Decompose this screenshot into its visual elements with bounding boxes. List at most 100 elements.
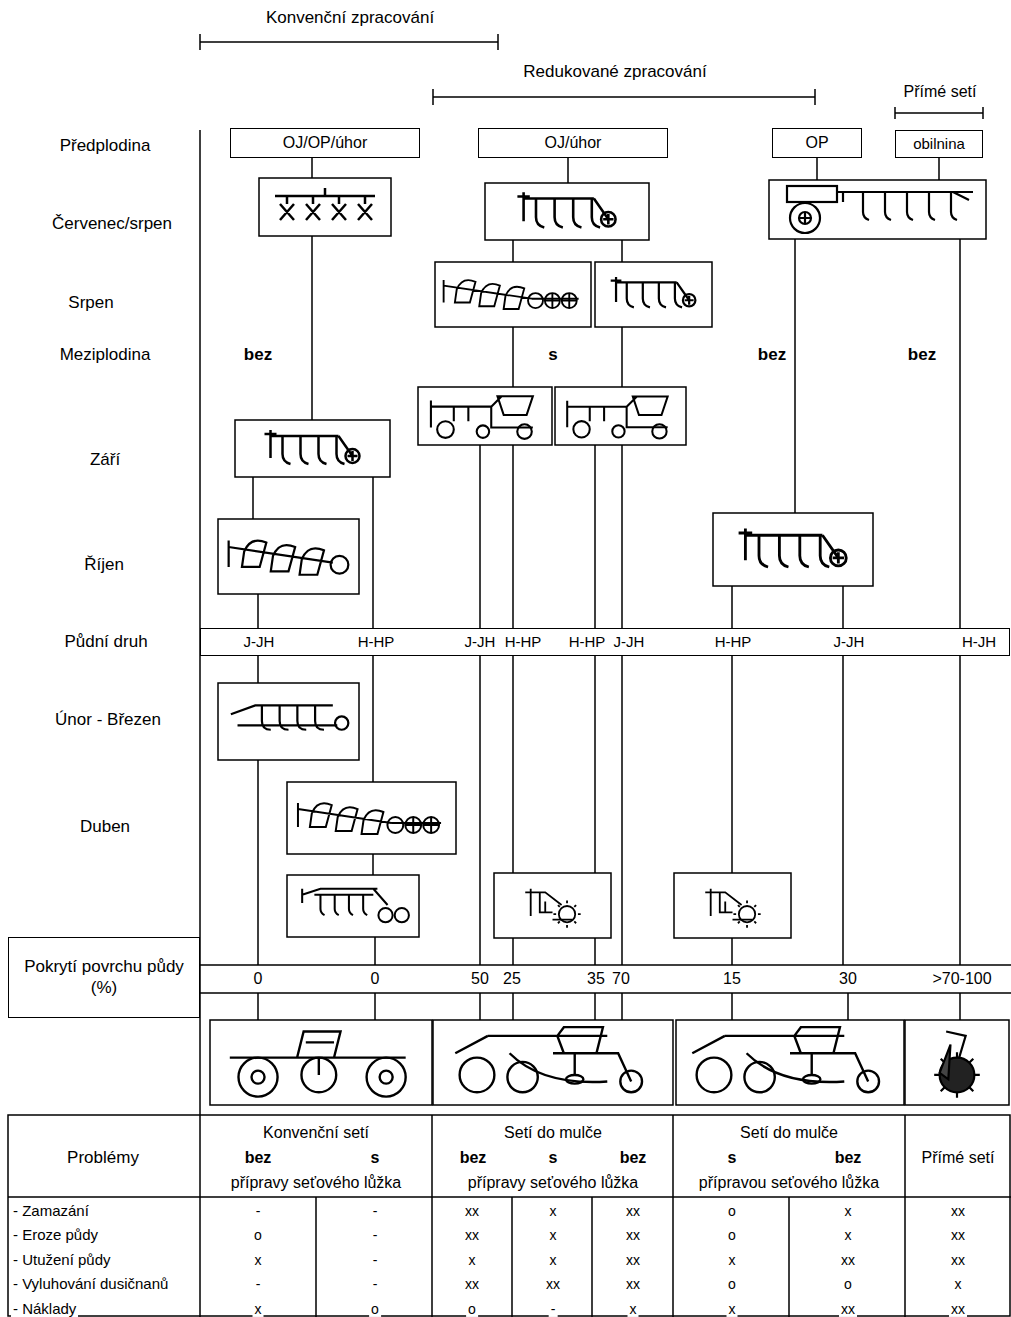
label-slot: 70	[610, 970, 632, 988]
label-slot: 0	[252, 970, 265, 988]
label-slot: 50	[469, 970, 491, 988]
label-slot: xx	[463, 1276, 481, 1292]
crop-name: OJ/úhor	[545, 133, 602, 152]
soil-type: H-HP	[715, 633, 752, 651]
table-header: Setí do mulče	[502, 1124, 604, 1141]
label-slot: xx	[624, 1252, 642, 1268]
label-slot: xx	[949, 1301, 967, 1317]
label-slot: Setí do mulče	[738, 1124, 840, 1142]
bracket-label: Přímé setí	[902, 83, 979, 100]
table-cell: x	[628, 1301, 639, 1317]
crop-name: OP	[805, 133, 828, 152]
label-slot: bez	[243, 1149, 274, 1167]
table-cell: x	[843, 1227, 854, 1243]
label-slot: o	[369, 1301, 381, 1317]
cover-percent: 30	[837, 970, 859, 987]
soil-type: H-HP	[358, 633, 395, 651]
label-slot: bez	[618, 1149, 649, 1167]
row-label: Únor - Březen	[53, 710, 163, 729]
cover-percent: 0	[252, 970, 265, 987]
label-slot: xx	[839, 1252, 857, 1268]
soil-type: H-HP	[569, 633, 606, 651]
table-cell: xx	[624, 1252, 642, 1268]
label-slot: x	[727, 1252, 738, 1268]
label-slot: xx	[949, 1203, 967, 1219]
label-slot: bez	[833, 1149, 864, 1167]
label-slot: 0	[369, 970, 382, 988]
table-cell: o	[252, 1227, 264, 1243]
label-slot: - Vyluhování dusičnanů	[11, 1276, 170, 1293]
label-slot: 25	[501, 970, 523, 988]
label-slot: x	[548, 1252, 559, 1268]
row-label: bez	[906, 345, 938, 364]
table-cell: x	[727, 1301, 738, 1317]
table-cell: xx	[839, 1301, 857, 1317]
label-slot: Konvenční zpracování	[264, 8, 436, 28]
label-slot: -	[371, 1227, 380, 1243]
crop-name: obilnina	[913, 135, 965, 153]
table-cell: -	[371, 1203, 380, 1219]
table-header: přípravy seťového lůžka	[466, 1174, 641, 1191]
cover-percent: 35	[585, 970, 607, 987]
table-cell: xx	[463, 1276, 481, 1292]
label-slot: x	[628, 1301, 639, 1317]
row-label: Duben	[78, 817, 132, 836]
label-slot: o	[466, 1301, 478, 1317]
table-cell: o	[369, 1301, 381, 1317]
table-cell: -	[371, 1276, 380, 1292]
table-header: Přímé setí	[920, 1149, 997, 1166]
label-slot: -	[254, 1203, 263, 1219]
label-slot: s	[546, 345, 559, 365]
table-cell: xx	[949, 1252, 967, 1268]
crop-box: OJ/OP/úhor	[230, 128, 420, 158]
label-slot: o	[726, 1276, 738, 1292]
label-slot: -	[371, 1252, 380, 1268]
crop-name: OJ/OP/úhor	[283, 133, 367, 152]
table-cell: xx	[949, 1227, 967, 1243]
row-label: Meziplodina	[58, 345, 153, 364]
label-slot: -	[371, 1203, 380, 1219]
table-cell: o	[726, 1227, 738, 1243]
table-cell: x	[953, 1276, 964, 1292]
row-label: Říjen	[82, 555, 126, 574]
table-header: přípravou seťového lůžka	[697, 1174, 881, 1191]
label-slot: bez	[242, 345, 274, 365]
table-header: Konvenční setí	[261, 1124, 371, 1141]
label-slot: x	[843, 1227, 854, 1243]
row-label: Půdní druh	[64, 632, 147, 652]
table-cell: -	[254, 1203, 263, 1219]
label-slot: - Utužení půdy	[11, 1251, 113, 1268]
table-header: s	[726, 1149, 739, 1166]
label-slot: - Náklady	[11, 1300, 78, 1317]
table-cell: o	[726, 1276, 738, 1292]
table-cell: x	[548, 1227, 559, 1243]
table-cell: xx	[463, 1203, 481, 1219]
label-slot: bez	[458, 1149, 489, 1167]
row-header-box: Pokrytí povrchu půdy (%)	[8, 937, 200, 1018]
label-slot: bez	[756, 345, 788, 365]
table-cell: -	[549, 1301, 558, 1317]
label-slot: Redukované zpracování	[521, 62, 708, 82]
cover-percent: 50	[469, 970, 491, 987]
table-cell: o	[842, 1276, 854, 1292]
table-cell: xx	[949, 1203, 967, 1219]
table-cell: x	[467, 1252, 478, 1268]
label-slot: s	[369, 1149, 382, 1167]
label-slot: >70-100	[930, 970, 993, 988]
cover-percent: 0	[369, 970, 382, 987]
table-header: Problémy	[65, 1148, 141, 1167]
label-slot: přípravy seťového lůžka	[466, 1174, 641, 1192]
bracket-label: Redukované zpracování	[521, 62, 708, 81]
bracket-label: Konvenční zpracování	[264, 8, 436, 27]
cover-percent: 25	[501, 970, 523, 987]
label-slot: 30	[837, 970, 859, 988]
label-slot: -	[371, 1276, 380, 1292]
label-slot: x	[253, 1301, 264, 1317]
label-slot: Říjen	[82, 555, 126, 575]
label-slot: x	[953, 1276, 964, 1292]
label-slot: o	[726, 1203, 738, 1219]
label-slot: xx	[624, 1227, 642, 1243]
cover-percent: >70-100	[930, 970, 993, 987]
table-cell: o	[726, 1203, 738, 1219]
